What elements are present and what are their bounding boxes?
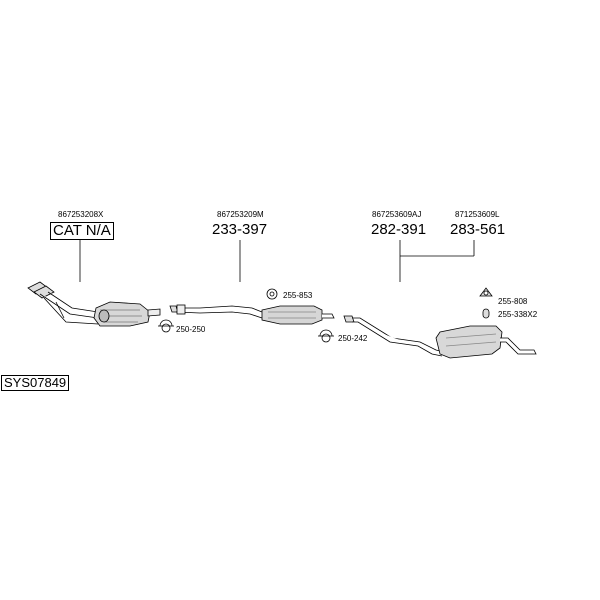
part-number-233-397[interactable]: 233-397 bbox=[212, 221, 268, 238]
front-pipe-with-catalyst bbox=[27, 281, 161, 327]
clamp-255-853-icon bbox=[266, 288, 278, 300]
clamp-250-250-icon bbox=[158, 319, 174, 333]
mount-255-338x2-icon bbox=[482, 308, 490, 319]
accessory-label-250-242[interactable]: 250-242 bbox=[338, 334, 368, 343]
accessory-label-250-250[interactable]: 250-250 bbox=[176, 325, 206, 334]
part-code-233-397: 867253209M bbox=[217, 210, 264, 219]
mount-255-808-icon bbox=[479, 287, 493, 297]
accessory-label-255-853[interactable]: 255-853 bbox=[283, 291, 313, 300]
part-code-283-561: 871253609L bbox=[455, 210, 500, 219]
part-code-cat: 867253208X bbox=[58, 210, 104, 219]
part-number-283-561[interactable]: 283-561 bbox=[450, 221, 506, 238]
accessory-label-255-808[interactable]: 255-808 bbox=[498, 297, 528, 306]
system-id-label: SYS07849 bbox=[1, 375, 70, 391]
middle-silencer-233-397 bbox=[169, 304, 335, 325]
part-number-282-391[interactable]: 282-391 bbox=[371, 221, 427, 238]
rear-silencer-282-391 bbox=[343, 315, 537, 359]
part-code-282-391: 867253609AJ bbox=[372, 210, 422, 219]
accessory-label-255-338x2[interactable]: 255-338X2 bbox=[498, 310, 538, 319]
part-number-cat[interactable]: CAT N/A bbox=[50, 222, 114, 240]
clamp-250-242-icon bbox=[318, 329, 334, 343]
